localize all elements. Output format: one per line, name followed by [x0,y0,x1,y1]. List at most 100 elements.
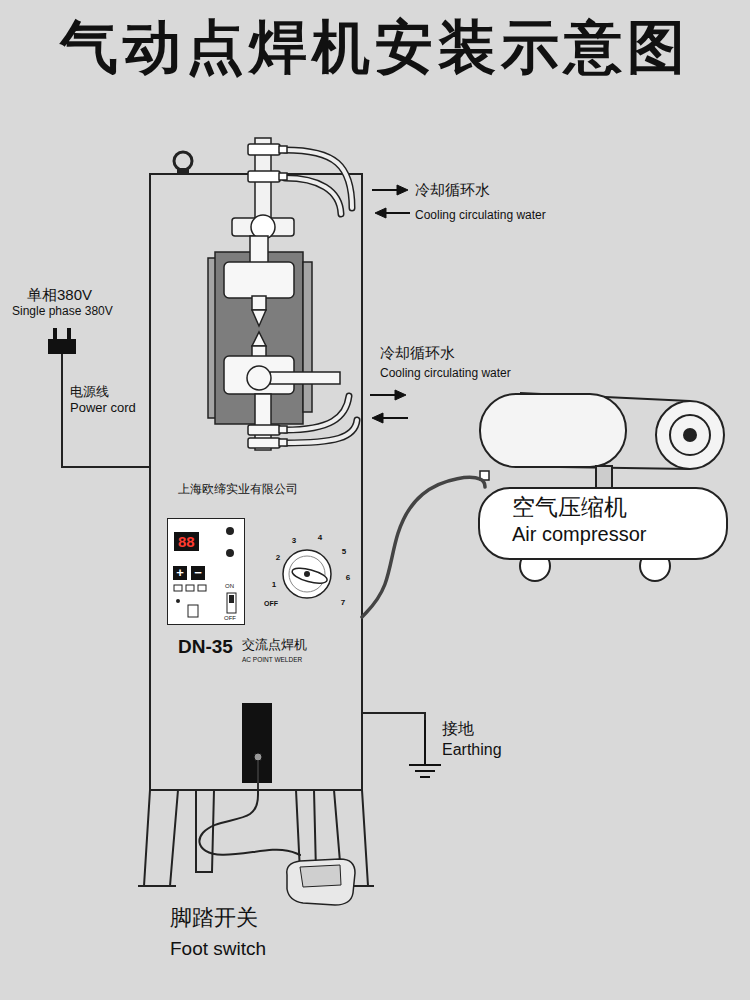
lifting-ring [174,152,192,170]
dial-off-label: OFF [264,600,278,608]
upper-electrode-arm [248,171,280,182]
dial-number: 1 [272,580,276,589]
power-plug [67,328,71,340]
minus-button: − [191,566,205,580]
dial-number: 7 [341,598,345,607]
lifting-ring [174,152,192,174]
cable-connector [362,713,425,720]
lower-electrode [279,426,287,433]
diagram-title: 气动点焊机安装示意图 [0,18,750,76]
compressor-illustration [480,394,626,467]
cable-connector [199,790,300,855]
upper-electrode [252,310,266,326]
earth-symbol [409,764,441,766]
compressor-illustration [656,401,724,469]
water-flow-arrow [397,185,408,195]
lower-electrode [248,438,280,448]
compressor-illustration [596,466,612,488]
foot-switch: 脚踏开关 Foot switch [165,855,360,963]
cable-label: 电源线 Power cord [70,384,142,417]
lower-electrode [252,332,266,346]
dial-face [291,565,329,586]
machine-body [150,174,362,790]
cooling-hose [285,178,341,214]
dial-number: 5 [342,547,346,556]
panel-controls [226,527,234,535]
upper-electrode-arm [248,144,280,155]
lower-electrode [247,366,271,390]
compressor-name-en: Air compressor [512,523,646,546]
upper-electrode-arm [279,173,287,180]
water-flow-arrow [395,390,406,400]
panel-controls [186,585,194,591]
earth-symbol [424,720,426,765]
foot-switch-socket [254,753,262,761]
water-flow-arrow [370,394,396,396]
water-flow-arrow [385,212,410,214]
water-flow-arrow [382,417,408,419]
machine-body [150,174,362,790]
foot-pedal [300,865,341,887]
panel-controls [176,599,180,603]
cooling-water-label-en: Cooling circulating water [380,367,511,381]
machine-name-en: AC POINT WELDER [242,656,302,663]
water-flow-arrow [372,413,383,423]
dial-number: 3 [292,536,296,545]
upper-electrode [252,296,266,310]
power-dial: 1 2 3 4 5 6 7 OFF [258,528,360,613]
compressor-name: 空气压缩机 [512,494,627,520]
foot-pedal [287,859,355,905]
earthing-label: 接地 [442,720,474,738]
dial-number: 6 [346,573,350,582]
dial-face [283,550,331,598]
upper-electrode-arm [279,146,287,153]
dial-number: 4 [318,533,322,542]
voltage-label: 单相380V [27,286,92,303]
cable-connector [62,354,150,467]
company-name: 上海欧缔实业有限公司 [178,483,298,497]
upper-electrode-arm [232,138,294,239]
compressor-illustration [684,429,696,441]
foot-switch-label: 脚踏开关 [170,905,258,930]
panel-controls [198,585,206,591]
cooling-water-label: 冷却循环水 [380,344,455,361]
earth-symbol [415,770,435,772]
panel-controls [227,593,236,613]
lower-electrode [279,439,287,446]
lower-electrode [248,425,280,435]
electrode-frame [303,262,312,412]
model-number: DN-35 [178,636,233,658]
switch-off-label: OFF [224,615,236,622]
machine-legs [144,790,178,886]
cooling-hose [285,178,341,214]
earthing-symbol: 接地 Earthing [405,720,520,782]
compressor-illustration [670,415,710,455]
cooling-water-label-en: Cooling circulating water [415,209,546,223]
panel-controls [229,595,234,603]
air-compressor-tank: 空气压缩机 Air compressor [478,487,728,560]
lower-electrode [270,372,340,384]
power-plug [48,339,76,354]
dial-face [304,571,310,577]
voltage-label-en: Single phase 380V [12,305,113,319]
switch-on-label: ON [225,583,234,590]
upper-electrode [224,262,294,298]
foot-switch-socket [242,703,272,790]
plus-button: + [173,566,187,580]
panel-controls [226,549,234,557]
machine-name: 交流点焊机 [242,638,307,653]
welder-body: 上海欧缔实业有限公司DN-35交流点焊机AC POINT WELDER88+−O… [150,174,362,790]
water-flow-arrow [372,189,398,191]
control-panel: 88+−ONOFF [167,518,245,625]
lifting-ring [177,168,189,174]
earthing-label-en: Earthing [442,741,502,759]
panel-controls [188,605,198,617]
foot-switch-socket [257,761,259,790]
water-flow-arrow [370,185,410,423]
foot-switch-label-en: Foot switch [170,938,266,960]
dial-number: 2 [276,553,280,562]
upper-electrode [224,236,294,326]
machine-legs [138,885,176,887]
cooling-water-label: 冷却循环水 [415,181,490,198]
power-plug: 单相380V Single phase 380V [10,284,145,354]
